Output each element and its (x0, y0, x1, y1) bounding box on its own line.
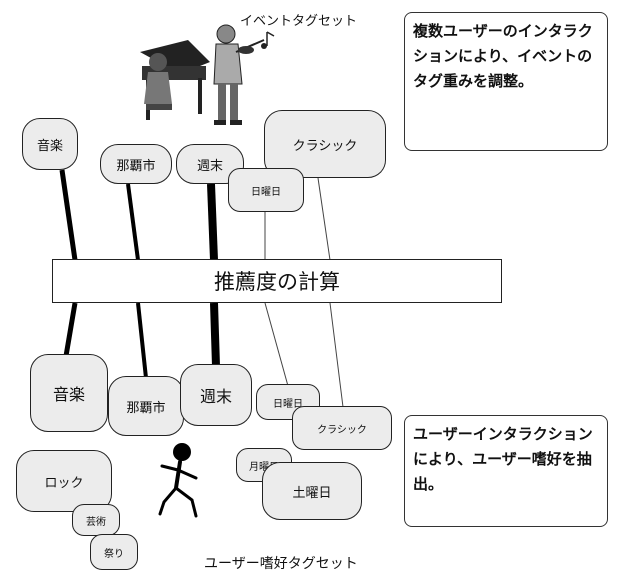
user-preference-note: ユーザーインタラクションにより、ユーザー嗜好を抽出。 (404, 415, 608, 527)
user-tag-rock: ロック (16, 450, 112, 512)
recommendation-calculation: 推薦度の計算 (52, 259, 502, 303)
line-user-weekend (210, 302, 220, 367)
event-tag-classic: クラシック (264, 110, 386, 178)
line-user-naha (136, 302, 148, 379)
line-event-classic (317, 177, 331, 261)
user-tag-saturday: 土曜日 (262, 462, 362, 520)
line-event-music (59, 169, 78, 261)
line-user-music (63, 302, 78, 357)
event-tag-set-label: イベントタグセット (240, 14, 358, 29)
user-tag-art: 芸術 (72, 504, 120, 536)
line-event-naha (126, 183, 140, 261)
user-tag-classic: クラシック (292, 406, 392, 450)
user-tag-music: 音楽 (30, 354, 108, 432)
line-user-classic (329, 302, 344, 408)
user-tag-festival: 祭り (90, 534, 138, 570)
user-tag-set-label: ユーザー嗜好タグセット (204, 556, 358, 572)
event-tag-naha: 那覇市 (100, 144, 172, 184)
line-event-weekend (207, 183, 218, 261)
running-person-icon (156, 442, 212, 522)
user-tag-weekend: 週末 (180, 364, 252, 426)
event-tag-sunday: 日曜日 (228, 168, 304, 212)
musicians-illustration (118, 22, 278, 134)
event-weight-note: 複数ユーザーのインタラクションにより、イベントのタグ重みを調整。 (404, 12, 608, 151)
line-user-sunday (264, 302, 289, 387)
user-tag-naha: 那覇市 (108, 376, 184, 436)
event-tag-music: 音楽 (22, 118, 78, 170)
